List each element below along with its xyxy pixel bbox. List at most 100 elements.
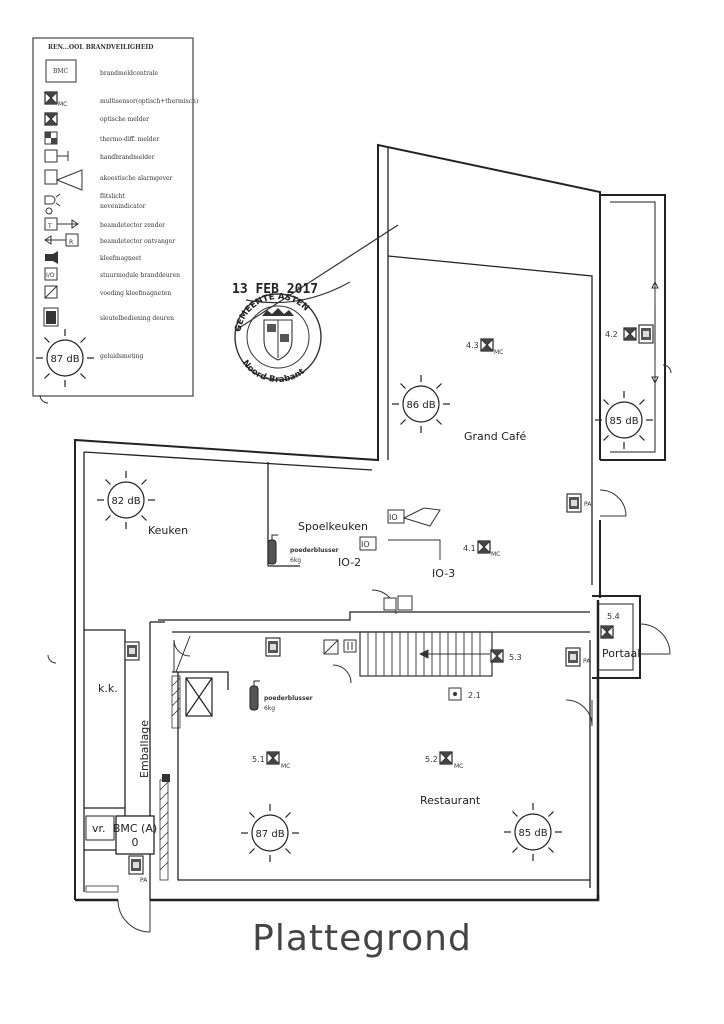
staircase (359, 631, 493, 677)
key-switch-icon (43, 307, 59, 327)
room-portaal: Portaal (602, 647, 640, 660)
io-2-label: IO-2 (338, 556, 361, 569)
extinguisher-label: poederblusser (264, 695, 313, 702)
manual-call-point-icon (44, 149, 69, 163)
legend-label-11: stuurmodule branddeuren (100, 272, 180, 279)
room-restaurant: Restaurant (420, 794, 481, 807)
optical-detector-icon (600, 625, 614, 639)
beam-receiver-icon (44, 233, 79, 247)
detector-mc-label: MC (454, 763, 463, 770)
manual-call-point-icon (128, 855, 144, 875)
extinguisher-weight: 6kg (290, 557, 301, 564)
legend-label-3: thermo-diff. melder (100, 136, 159, 143)
legend-symbol-r: R (69, 239, 73, 246)
legend-label-10: kleefmagneet (100, 255, 142, 262)
legend-label-9: beamdetector ontvanger (100, 238, 175, 245)
municipal-stamp: 13 FEB 2017 GEMEENTE ASTEN Noord-Brabant (232, 224, 399, 385)
manual-call-point-icon (565, 647, 581, 667)
legend-label-6: flitslicht (100, 193, 125, 200)
legend-label-4: handbrandmelder (100, 154, 155, 161)
sound-level-restaurant-left: 87 dB (255, 829, 284, 840)
room-labels: Grand Café Keuken Spoelkeuken k.k. Embal… (98, 430, 640, 807)
legend-symbol-db: 87 dB (50, 354, 79, 365)
bmc-label: BMC (A) (113, 822, 157, 835)
detector-mc-label: MC (494, 349, 503, 356)
io-module-icon (343, 639, 357, 653)
detector-mc-label: MC (491, 551, 500, 558)
io-modules: IO IO IO-2 IO-3 (323, 507, 455, 655)
multisensor-icon (477, 540, 491, 554)
legend-symbol-io: I/O (46, 272, 55, 279)
sound-level-annex: 85 dB (609, 416, 638, 427)
indicator-icon (45, 207, 53, 215)
io-module-label: IO (389, 513, 398, 522)
legend-label-13: sleutelbediening deuren (100, 315, 174, 322)
sound-level-restaurant-right: 85 dB (518, 828, 547, 839)
sound-level-keuken: 82 dB (111, 496, 140, 507)
sound-levels: 82 dB 86 dB 85 dB 87 dB 85 dB (96, 374, 654, 863)
legend-label-5: akoestische alarmgever (100, 175, 173, 182)
bmc-panel: vr. BMC (A) 0 (85, 815, 157, 855)
sounder-icon (44, 169, 83, 191)
detector-label-5-4: 5.4 (607, 612, 620, 621)
flash-light-icon (44, 193, 61, 207)
legend-label-0: brandmeldcentrale (100, 70, 159, 77)
fire-extinguisher-icon (249, 680, 260, 711)
door-magnet-icon (162, 774, 170, 782)
detectors: 4.3 MC 4.2 4.1 MC 5.3 5.4 5.1 MC 5.2 MC … (252, 324, 654, 770)
detector-label-4-1: 4.1 (463, 544, 476, 553)
manual-call-points: PA PA PA (124, 493, 592, 884)
multisensor-icon (44, 91, 58, 105)
multisensor-icon (480, 338, 494, 352)
io-module-icon (44, 267, 58, 281)
pa-label: PA (140, 877, 148, 884)
manual-call-point-icon (265, 637, 281, 657)
page-title: Plattegrond (252, 918, 472, 959)
multisensor-icon (266, 751, 280, 765)
legend-label-1: multisensor(optisch+thermisch) (100, 98, 198, 105)
sounder-box-icon (383, 597, 397, 611)
manual-call-point-icon (566, 493, 582, 513)
legend: REN...OOL BRANDVEILIGHEID BMC brandmeldc… (32, 37, 198, 397)
detector-label-2-1: 2.1 (468, 691, 481, 700)
optical-detector-icon (490, 649, 504, 663)
detector-label-5-1: 5.1 (252, 755, 265, 764)
sounder-icon (397, 595, 413, 611)
legend-label-8: beamdetector zender (100, 222, 165, 229)
detector-label-5-2: 5.2 (425, 755, 438, 764)
io-module-label: IO (361, 540, 370, 549)
multisensor-icon (623, 327, 637, 341)
room-kk: k.k. (98, 682, 118, 695)
pa-label: PA (584, 501, 592, 508)
legend-heading: REN...OOL BRANDVEILIGHEID (48, 44, 153, 51)
legend-symbol-mc: MC (58, 101, 67, 108)
legend-label-12: voeding kleefmagneten (99, 290, 171, 297)
room-keuken: Keuken (148, 524, 188, 537)
optical-detector-icon (44, 112, 58, 126)
multisensor-icon (439, 751, 453, 765)
legend-symbol-t: T (47, 223, 52, 230)
extinguisher-label: poederblusser (290, 547, 339, 554)
coat-of-arms-icon (262, 308, 294, 361)
magnet-power-icon (44, 285, 58, 299)
bmc-value: 0 (132, 836, 139, 849)
stamp-date: 13 FEB 2017 (232, 282, 318, 297)
extinguisher-weight: 6kg (264, 705, 275, 712)
legend-label-14: geluidsmeting (100, 353, 143, 360)
legend-symbol-bmc: BMC (53, 68, 69, 75)
legend-label-7: nevenindicator (100, 203, 146, 210)
pa-label: PA (583, 658, 591, 665)
extinguishers: poederblusser 6kg poederblusser 6kg (249, 534, 339, 712)
door-magnet-icon (45, 251, 58, 264)
legend-label-2: optische melder (100, 116, 149, 123)
hatched-wall (85, 675, 181, 893)
detector-label-4-2: 4.2 (605, 330, 618, 339)
room-spoelkeuken: Spoelkeuken (298, 520, 368, 533)
detector-label-5-3: 5.3 (509, 653, 522, 662)
detector-mc-label: MC (281, 763, 290, 770)
vr-label: vr. (92, 822, 106, 835)
annex-arrows (651, 280, 659, 385)
beam-transmitter-icon (44, 217, 79, 231)
room-grand-cafe: Grand Café (464, 430, 527, 443)
io-3-label: IO-3 (432, 567, 455, 580)
